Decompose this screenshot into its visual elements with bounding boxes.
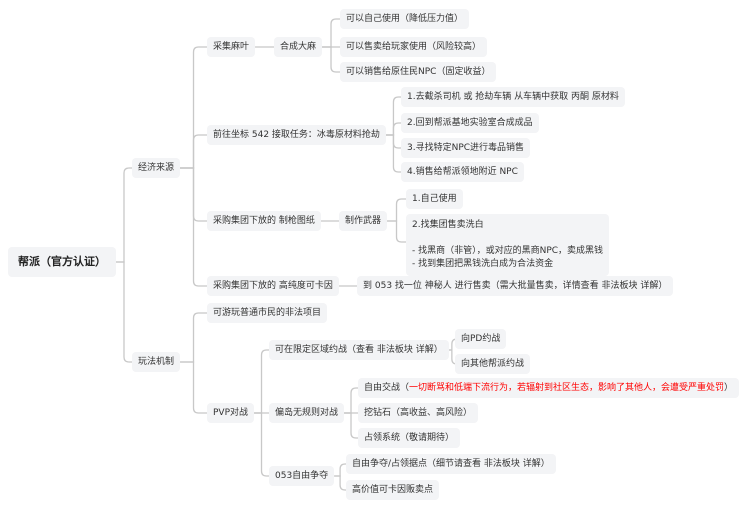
free-fight-warning: 一切断骂和低端下流行为，若辐射到社区生态，影响了其他人，会遭受严重处罚: [409, 383, 725, 393]
connector-line: [116, 167, 132, 263]
connector-line: [387, 220, 406, 243]
node-weed-use[interactable]: 可以销售给原住民NPC（固定收益）: [340, 62, 497, 82]
connector-line: [344, 387, 358, 414]
connector-line: [254, 412, 269, 477]
free-fight-end: ）: [724, 383, 734, 393]
connector-line: [180, 361, 207, 414]
node-cocaine[interactable]: 采购集团下放的 高纯度可卡因: [207, 276, 339, 296]
node-weed-craft[interactable]: 合成大麻: [274, 37, 323, 57]
connector-line: [334, 463, 346, 477]
node-pvp-island[interactable]: 偏岛无规则对战: [269, 403, 345, 423]
connector-line: [322, 18, 340, 48]
node-island-item[interactable]: 挖钻石（高收益、高风险）: [358, 403, 479, 423]
node-pvp[interactable]: PVP对战: [207, 403, 255, 423]
node-meth[interactable]: 前往坐标 542 接取任务：冰毒原材料抢劫: [207, 125, 386, 145]
node-meth-step[interactable]: 3.寻找特定NPC进行毒品销售: [401, 138, 531, 158]
node-contest-item[interactable]: 自由争夺/占领据点（细节请查看 非法板块 详解）: [346, 454, 556, 474]
node-economy[interactable]: 经济来源: [132, 158, 181, 178]
node-weed[interactable]: 采集麻叶: [207, 37, 256, 57]
node-cocaine-detail[interactable]: 到 053 找一位 神秘人 进行售卖（需大批量售卖，详情查看 非法板块 详解）: [357, 276, 674, 296]
node-meth-step[interactable]: 4.销售给帮派领地附近 NPC: [401, 162, 524, 182]
node-island-item[interactable]: 占领系统（敬请期待）: [358, 428, 461, 448]
connector-line: [385, 96, 401, 136]
connector-line: [385, 134, 401, 173]
node-pvp-contest[interactable]: 053自由争夺: [269, 466, 335, 486]
node-civilian[interactable]: 可游玩普通市民的非法项目: [207, 303, 328, 323]
node-guns-craft[interactable]: 制作武器: [339, 211, 388, 231]
node-guns[interactable]: 采购集团下放的 制枪图纸: [207, 211, 321, 231]
connector-line: [334, 475, 346, 491]
node-gameplay[interactable]: 玩法机制: [132, 352, 181, 372]
free-fight-label: 自由交战（: [364, 383, 410, 393]
connector-line: [116, 261, 132, 363]
node-guns-use[interactable]: 2.找集团售卖洗白 - 找黑商（非管），或对应的黑商NPC，卖成黑钱 - 找到集…: [406, 214, 610, 276]
node-meth-step[interactable]: 1.去截杀司机 或 抢劫车辆 从车辆中获取 丙酮 原材料: [401, 87, 625, 107]
node-weed-use[interactable]: 可以售卖给玩家使用（风险较高）: [340, 37, 488, 57]
connector-line: [180, 134, 207, 169]
node-guns-use[interactable]: 1.自己使用: [406, 189, 463, 209]
node-meth-step[interactable]: 2.回到帮派基地实验室合成成品: [401, 113, 539, 133]
connector-line: [180, 312, 207, 363]
node-weed-use[interactable]: 可以自己使用（降低压力值）: [340, 9, 470, 29]
connector-line: [322, 46, 340, 73]
node-pvp-zone-item[interactable]: 向其他帮派约战: [455, 354, 531, 374]
connector-line: [180, 46, 207, 169]
connector-line: [387, 198, 406, 222]
root-node[interactable]: 帮派（官方认证）: [8, 247, 116, 277]
node-pvp-zone-item[interactable]: 向PD约战: [455, 329, 507, 349]
node-contest-item[interactable]: 高价值可卡因贩卖点: [346, 480, 440, 500]
connector-line: [344, 412, 358, 439]
node-pvp-zone[interactable]: 可在限定区域约战（查看 非法板块 详解）: [269, 340, 449, 360]
connector-line: [180, 167, 207, 287]
connector-line: [385, 122, 401, 136]
node-free-fight[interactable]: 自由交战（一切断骂和低端下流行为，若辐射到社区生态，影响了其他人，会遭受严重处罚…: [358, 378, 740, 398]
connector-line: [254, 349, 269, 414]
